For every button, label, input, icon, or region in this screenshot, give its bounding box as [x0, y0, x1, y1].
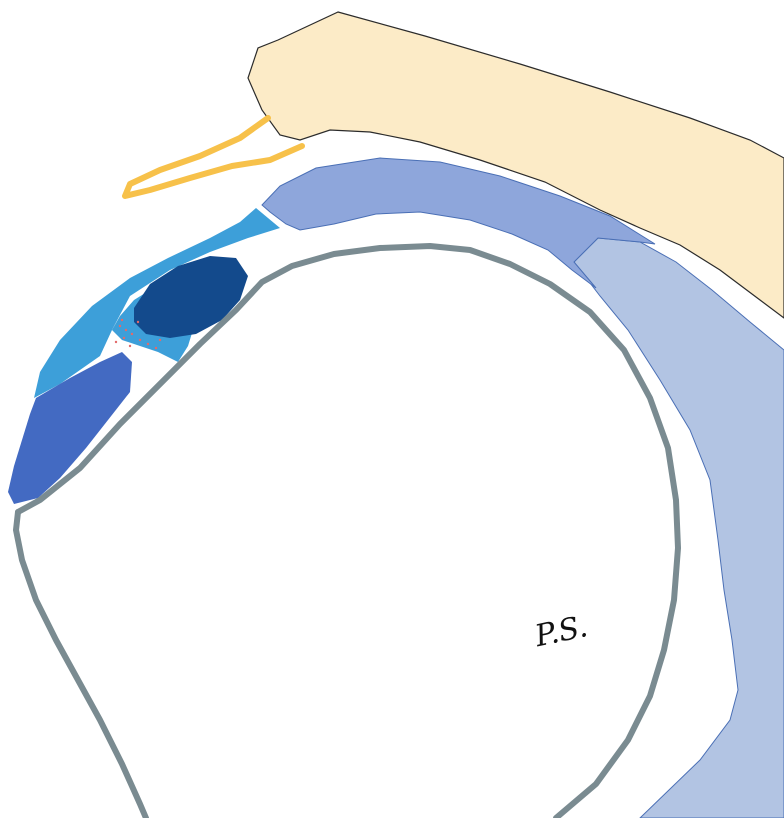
- gray-outline-left-edge: [16, 512, 146, 818]
- beige-cap-region: [248, 12, 784, 318]
